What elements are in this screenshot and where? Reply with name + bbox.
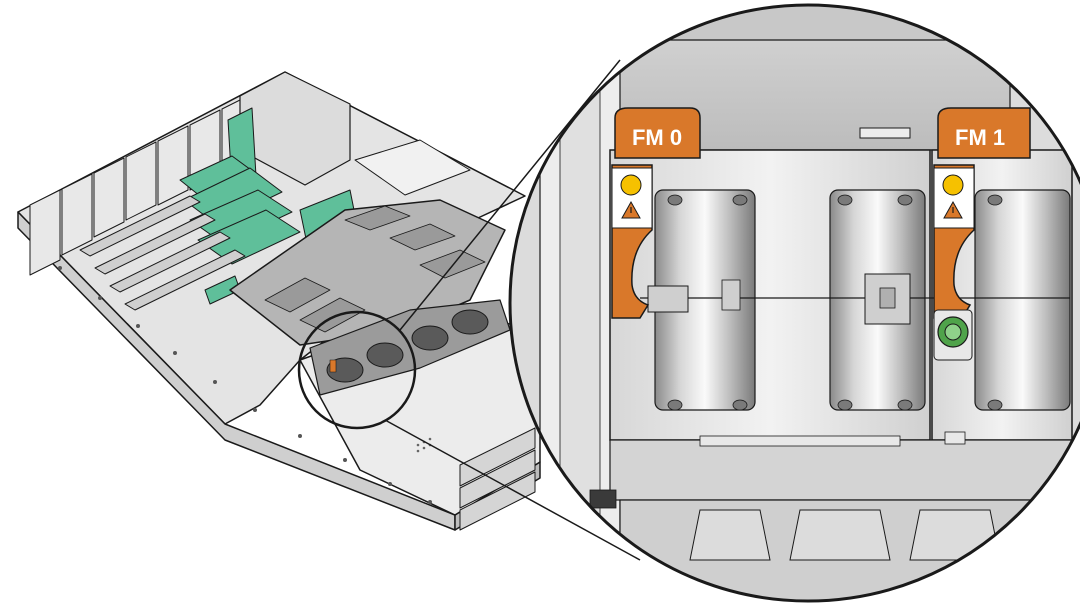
captive-screw-icon[interactable] bbox=[933, 309, 973, 361]
fan-detail-zoom: FM 0 FM 1 bbox=[508, 3, 1080, 603]
zoom-callout-circle bbox=[297, 310, 417, 430]
fan-module-1-latch[interactable] bbox=[933, 164, 975, 319]
motherboard-slots bbox=[79, 195, 246, 311]
fan-status-led-icon bbox=[620, 174, 642, 196]
fan-module-1-label: FM 1 bbox=[955, 125, 1005, 150]
fan-status-led-icon bbox=[942, 174, 964, 196]
fan-module-0-label: FM 0 bbox=[632, 125, 682, 150]
fan-module-0-tab: FM 0 bbox=[614, 107, 701, 159]
fan-rotor-1a bbox=[974, 189, 1071, 411]
air-duct-grille bbox=[264, 205, 486, 333]
fan-module-1-tab: FM 1 bbox=[937, 107, 1031, 159]
zoom-connector-bottom bbox=[384, 419, 641, 561]
fan-module-0-latch[interactable] bbox=[611, 164, 653, 319]
side-wall-holes bbox=[58, 266, 432, 504]
zoom-detail-border bbox=[508, 3, 1080, 603]
